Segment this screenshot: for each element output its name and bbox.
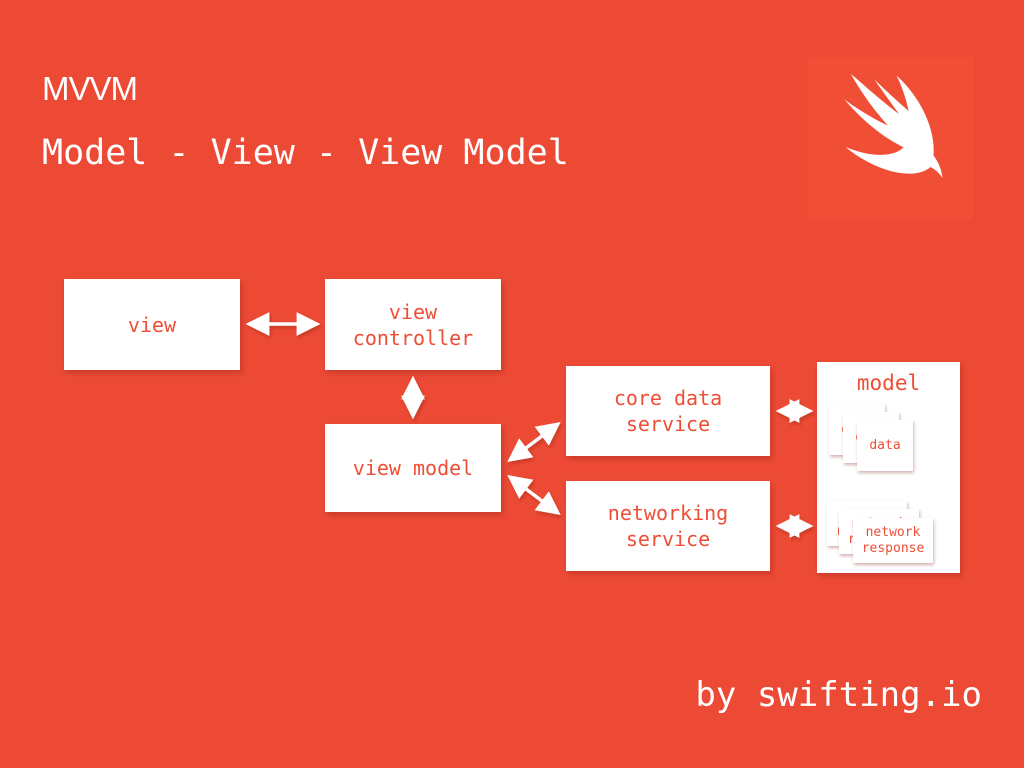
- node-view-model[interactable]: view model: [325, 424, 501, 512]
- model-panel-title: model: [856, 371, 921, 395]
- node-view-controller-label: view controller: [352, 299, 474, 350]
- data-card[interactable]: data: [857, 420, 913, 471]
- swift-logo-square: [808, 57, 973, 219]
- node-view-controller[interactable]: view controller: [325, 279, 501, 370]
- data-card-stack[interactable]: data data data: [829, 404, 947, 471]
- model-panel[interactable]: model data data data network response ne…: [817, 362, 960, 573]
- data-card-label: data: [869, 437, 901, 453]
- network-response-card-label: network response: [861, 524, 925, 556]
- arrow-viewmodel-coredata: [507, 421, 561, 463]
- swift-bird-icon: [808, 57, 973, 219]
- node-core-data-service-label: core data service: [613, 386, 723, 436]
- page-title-expanded: Model - View - View Model: [42, 133, 569, 173]
- arrow-viewmodel-networking: [507, 474, 561, 516]
- node-view-label: view: [127, 312, 177, 337]
- page-title-acronym: MVVM: [42, 70, 138, 107]
- node-networking-service[interactable]: networking service: [566, 481, 770, 571]
- node-view-model-label: view model: [352, 456, 474, 480]
- network-response-card-stack[interactable]: network response network response networ…: [827, 501, 955, 563]
- network-response-card[interactable]: network response: [853, 518, 933, 563]
- node-networking-service-label: networking service: [607, 501, 729, 551]
- footer-attribution: by swifting.io: [695, 675, 982, 715]
- node-core-data-service[interactable]: core data service: [566, 366, 770, 456]
- node-view[interactable]: view: [64, 279, 240, 370]
